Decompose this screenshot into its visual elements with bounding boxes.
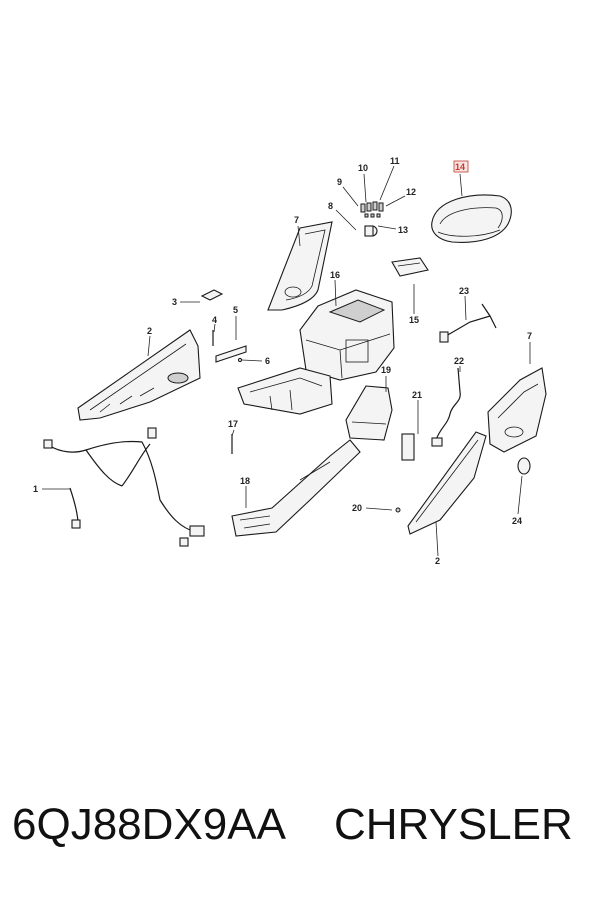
callout-14-highlight-box — [453, 160, 469, 173]
callout-1: 1 — [33, 484, 38, 494]
part-18-duct[interactable] — [231, 439, 361, 537]
part-23-connector[interactable] — [439, 303, 497, 343]
callout-4: 4 — [212, 315, 217, 325]
footer-caption: 6QJ88DX9AA CHRYSLER — [12, 800, 573, 850]
leader-lines — [42, 165, 531, 557]
callout-10: 10 — [358, 163, 368, 173]
part-16-console-base[interactable] — [237, 289, 395, 415]
part-2-trim-right[interactable] — [407, 431, 487, 535]
callout-13: 13 — [398, 225, 408, 235]
part-5-plate[interactable] — [215, 345, 247, 363]
callout-8: 8 — [328, 201, 333, 211]
callout-labels: 1 2 2 3 4 5 6 7 7 8 9 10 11 12 13 14 15 … — [33, 156, 532, 566]
part-20-screw[interactable] — [395, 507, 401, 513]
part-2-trim-left[interactable] — [77, 329, 201, 421]
part-number: 6QJ88DX9AA — [12, 800, 286, 849]
callout-23: 23 — [459, 286, 469, 296]
callout-18: 18 — [240, 476, 250, 486]
callout-24: 24 — [512, 516, 522, 526]
part-22-harness[interactable] — [431, 367, 461, 447]
part-6-screw[interactable] — [237, 357, 243, 363]
callout-6: 6 — [265, 356, 270, 366]
part-19-duct[interactable] — [345, 385, 393, 441]
callout-7-right: 7 — [527, 331, 532, 341]
callout-2-left: 2 — [147, 326, 152, 336]
part-3-clip[interactable] — [200, 289, 224, 301]
part-15-bracket[interactable] — [391, 257, 429, 277]
callout-7-upper: 7 — [294, 215, 299, 225]
callout-15: 15 — [409, 315, 419, 325]
callout-20: 20 — [352, 503, 362, 513]
callout-2-right: 2 — [435, 556, 440, 566]
callout-21: 21 — [412, 390, 422, 400]
callout-17: 17 — [228, 419, 238, 429]
callout-5: 5 — [233, 305, 238, 315]
part-hardware-cluster[interactable] — [360, 201, 384, 237]
callout-3: 3 — [172, 297, 177, 307]
callout-12: 12 — [406, 187, 416, 197]
part-21-switch[interactable] — [401, 433, 415, 461]
callout-11: 11 — [390, 156, 400, 166]
callout-14: 14 — [455, 162, 465, 172]
callout-9: 9 — [337, 177, 342, 187]
part-7-side-trim-right[interactable] — [487, 367, 547, 453]
callout-16: 16 — [330, 270, 340, 280]
callout-19: 19 — [381, 365, 391, 375]
part-14-armrest-lid[interactable] — [431, 194, 512, 243]
part-24-knob[interactable] — [517, 457, 531, 475]
callout-22: 22 — [454, 356, 464, 366]
brand-name: CHRYSLER — [333, 800, 573, 849]
part-7-side-trim-upper[interactable] — [267, 221, 333, 311]
part-1-wiring-harness[interactable] — [43, 427, 205, 547]
